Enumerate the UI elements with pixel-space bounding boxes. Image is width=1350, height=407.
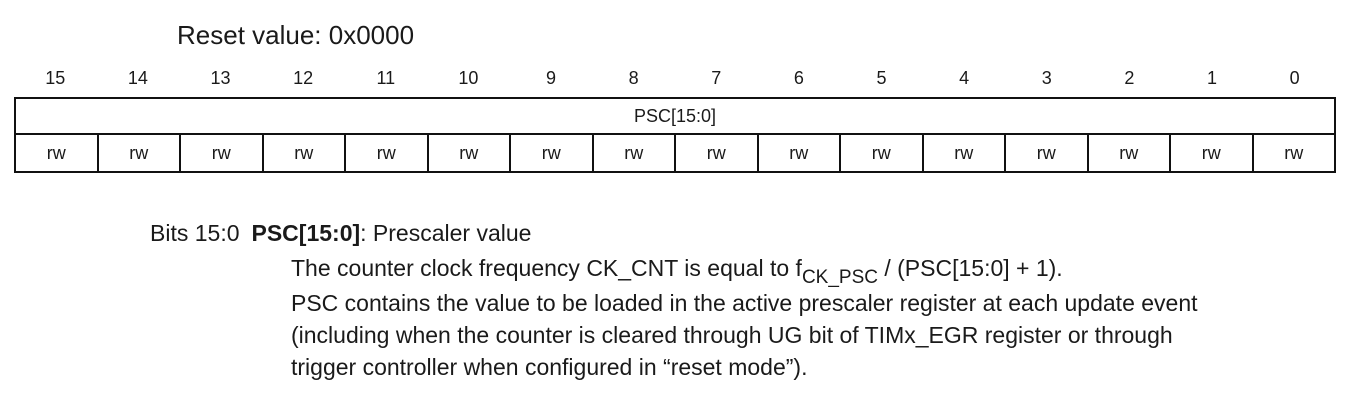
access-cell: rw (676, 135, 759, 171)
access-cell: rw (1284, 142, 1304, 163)
description-line: The counter clock frequency CK_CNT is eq… (291, 252, 1198, 288)
access-cell: rw (511, 135, 594, 171)
bit-description-heading: Bits 15:0 PSC[15:0]: Prescaler value (150, 217, 531, 249)
access-cell: rw (99, 135, 181, 171)
description-line: PSC contains the value to be loaded in t… (291, 290, 1198, 316)
reset-value-label: Reset value: 0x0000 (177, 20, 415, 50)
bit-number: 2 (1124, 68, 1135, 88)
bit-number: 1 (1207, 68, 1218, 88)
access-cell: rw (759, 135, 841, 171)
register-field-cell: PSC[15:0] (14, 97, 1336, 135)
bit-number: 10 (458, 68, 479, 88)
bit-number: 5 (876, 68, 887, 88)
bit-number: 12 (293, 68, 314, 88)
bit-description-body: The counter clock frequency CK_CNT is eq… (291, 252, 1198, 383)
bit-number: 4 (959, 68, 970, 88)
bit-number: 14 (127, 68, 148, 88)
field-title: : Prescaler value (360, 220, 532, 246)
formula-suffix: / (PSC[15:0] + 1). (877, 255, 1063, 281)
access-cell: rw (429, 135, 511, 171)
access-cell: rw (16, 135, 99, 171)
access-cell: rw (1171, 135, 1254, 171)
bit-number: 7 (711, 68, 722, 88)
description-line: trigger controller when configured in “r… (291, 354, 808, 380)
bit-number: 8 (628, 68, 639, 88)
access-row: rw rw rw rw rw rw rw rw rw rw rw rw rw r… (14, 135, 1336, 173)
bit-number: 9 (546, 68, 557, 88)
field-name: PSC[15:0] (251, 220, 361, 246)
access-cell: rw (1089, 135, 1171, 171)
bit-number: 13 (210, 68, 231, 88)
bit-number-row: 15 14 13 12 11 10 9 8 7 6 5 4 3 2 1 0 (14, 65, 1336, 97)
register-diagram: 15 14 13 12 11 10 9 8 7 6 5 4 3 2 1 0 PS… (14, 65, 1336, 173)
formula-subscript: CK_PSC (801, 267, 878, 288)
bit-number: 3 (1041, 68, 1052, 88)
access-cell: rw (594, 135, 676, 171)
access-cell: rw (924, 135, 1006, 171)
bit-number: 15 (45, 68, 66, 88)
access-cell: rw (264, 135, 346, 171)
description-line: (including when the counter is cleared t… (291, 322, 1173, 348)
bit-number: 0 (1289, 68, 1300, 88)
bits-range-label: Bits 15:0 (150, 220, 240, 246)
bit-number: 6 (793, 68, 804, 88)
access-cell: rw (1006, 135, 1089, 171)
access-cell: rw (346, 135, 429, 171)
bit-number: 11 (376, 68, 396, 88)
access-cell: rw (841, 135, 924, 171)
access-cell: rw (181, 135, 264, 171)
formula-prefix: The counter clock frequency CK_CNT is eq… (291, 255, 802, 281)
